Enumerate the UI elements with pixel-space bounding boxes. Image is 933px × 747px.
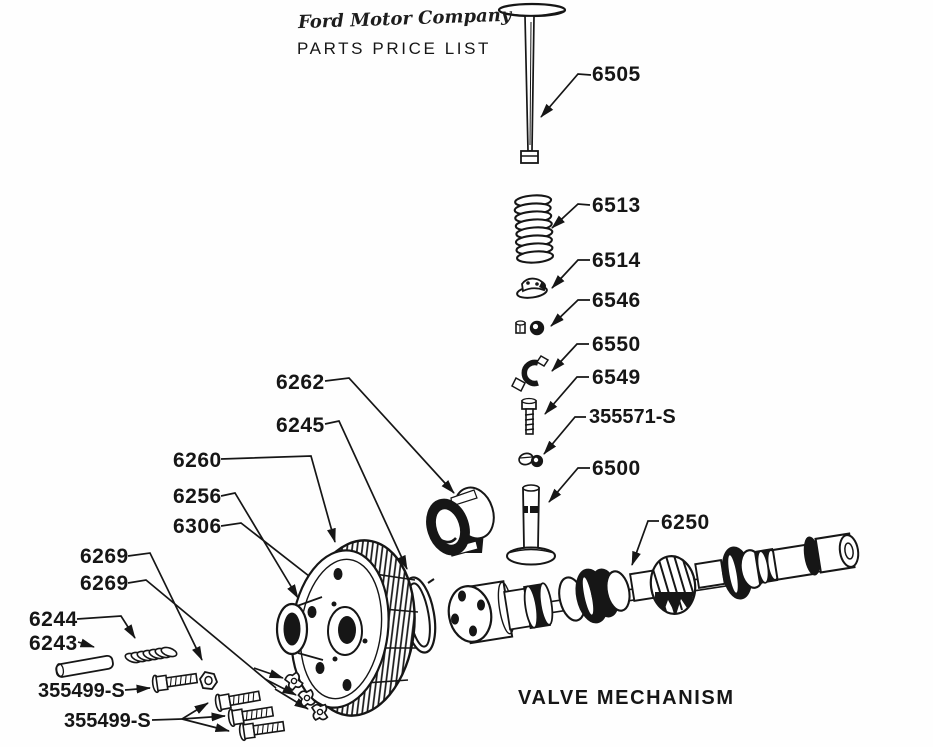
part-label-355499-s-a: 355499-S xyxy=(38,680,125,702)
leader-355499-b xyxy=(151,718,183,721)
part-label-6262: 6262 xyxy=(276,371,325,394)
leader-6243 xyxy=(77,638,95,648)
valve-keepers-icon xyxy=(515,320,545,336)
part-label-6245: 6245 xyxy=(276,414,325,437)
leader-6306 xyxy=(220,522,342,602)
camshaft-gear-icon xyxy=(275,539,419,717)
camshaft-icon xyxy=(447,532,860,645)
part-label-6514: 6514 xyxy=(592,249,641,272)
leader-6262 xyxy=(324,377,455,494)
leader-355499-a xyxy=(124,684,151,694)
part-label-6549: 6549 xyxy=(592,366,641,389)
part-label-6256: 6256 xyxy=(173,485,222,508)
leader-6250 xyxy=(631,520,659,566)
part-label-6546: 6546 xyxy=(592,289,641,312)
bolt-icons xyxy=(151,672,286,742)
valve-guide-clip-icon xyxy=(511,355,550,393)
lock-tab-icons xyxy=(284,671,329,721)
adjusting-screw-icon xyxy=(521,397,537,435)
leader-6550 xyxy=(551,343,589,372)
screw-nut-icon xyxy=(518,452,544,468)
leader-6500 xyxy=(548,467,590,503)
valve-spring-icon xyxy=(513,194,555,264)
part-label-6269-b: 6269 xyxy=(80,572,129,595)
spring-retainer-icon xyxy=(516,277,548,299)
leader-6546 xyxy=(550,299,590,327)
cam-bearing-icon xyxy=(426,486,495,557)
part-label-6550: 6550 xyxy=(592,333,641,356)
leader-lines xyxy=(76,73,659,733)
valve-icon xyxy=(497,2,567,164)
leader-6513 xyxy=(551,203,591,229)
leader-6256 xyxy=(220,492,299,599)
leader-6269-b xyxy=(127,579,277,689)
leader-6269-a xyxy=(127,552,203,661)
part-label-355499-s-b: 355499-S xyxy=(64,710,151,732)
part-label-6306: 6306 xyxy=(173,515,222,538)
part-label-6505: 6505 xyxy=(592,63,641,86)
page-title: PARTS PRICE LIST xyxy=(297,39,492,58)
part-label-6250: 6250 xyxy=(661,511,710,534)
leader-6244 xyxy=(76,615,136,639)
part-label-6244: 6244 xyxy=(29,608,78,631)
part-label-6513: 6513 xyxy=(592,194,641,217)
pin-icon xyxy=(55,654,114,678)
part-label-6243: 6243 xyxy=(29,632,78,655)
leader-355571 xyxy=(543,416,586,455)
diagram-caption: VALVE MECHANISM xyxy=(518,687,735,709)
leader-6505 xyxy=(540,73,592,118)
part-label-6269-a: 6269 xyxy=(80,545,129,568)
part-label-6260: 6260 xyxy=(173,449,222,472)
leader-6245 xyxy=(324,420,408,570)
leader-6549 xyxy=(544,376,589,415)
tappet-icon xyxy=(506,484,556,566)
leader-6514 xyxy=(551,259,590,289)
washer-icon xyxy=(199,670,219,690)
leader-6260 xyxy=(220,455,336,543)
part-label-355571-s: 355571-S xyxy=(589,406,676,428)
part-label-6500: 6500 xyxy=(592,457,641,480)
small-spring-icon xyxy=(124,646,178,664)
